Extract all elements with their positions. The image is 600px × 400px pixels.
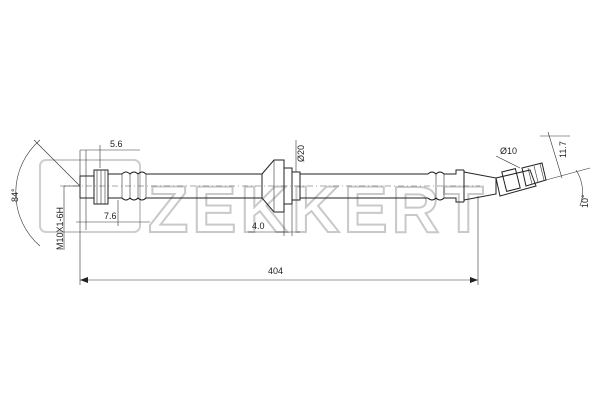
dim-dia10: Ø10 <box>500 146 517 156</box>
right-fitting <box>427 162 547 203</box>
hose-body <box>150 173 428 199</box>
dim-angle-right: 10° <box>580 194 590 208</box>
right-dimensions: Ø10 11.7 10° <box>495 131 591 208</box>
watermark-text: ZEKKERT <box>148 172 488 246</box>
watermark: ZEKKERT <box>39 159 488 247</box>
dim-11-7: 11.7 <box>558 141 568 158</box>
dim-7-6: 7.6 <box>104 211 117 221</box>
left-dimensions: 5.6 7.6 M10X1-6H 84° <box>10 139 150 285</box>
left-fitting <box>79 169 150 205</box>
middle-dimensions: 4.0 Ø20 <box>248 140 306 236</box>
dim-dia20: Ø20 <box>296 145 306 162</box>
dim-angle-left: 84° <box>10 188 20 202</box>
dim-4-0: 4.0 <box>252 221 265 231</box>
overall-length: 404 <box>80 196 479 285</box>
dim-thread: M10X1-6H <box>55 207 65 250</box>
dim-5-6: 5.6 <box>110 139 123 149</box>
dim-total-length: 404 <box>268 266 283 276</box>
